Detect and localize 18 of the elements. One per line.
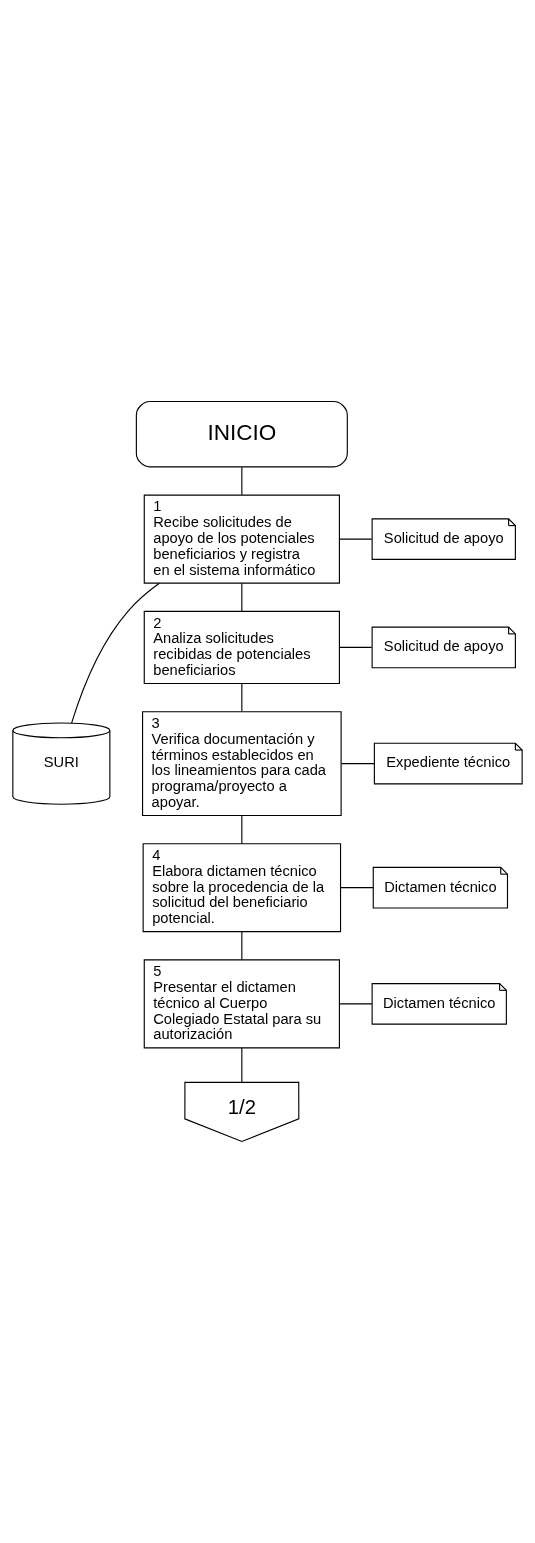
connector	[339, 646, 373, 648]
connector	[241, 683, 243, 712]
connector	[339, 538, 373, 540]
connector	[241, 582, 243, 612]
connector	[241, 1047, 243, 1083]
node-box: 5 Presentar el dictamen técnico al Cuerpo Colegiado Estatal para su autorización	[143, 959, 340, 1049]
node-box: 3 Verifica documentación y términos establecidos en los lineamientos para cada programa/proyecto a apoyar.	[142, 711, 342, 817]
connector	[71, 582, 160, 724]
connector	[340, 763, 375, 765]
connector	[241, 931, 243, 961]
node-box: INICIO	[135, 400, 348, 468]
connector	[340, 887, 374, 889]
connector	[241, 815, 243, 845]
connector	[339, 1003, 373, 1005]
node-box: 1 Recibe solicitudes de apoyo de los potenciales beneficiarios y registra en el sistema informático	[143, 494, 340, 584]
node-box: 4 Elabora dictamen técnico sobre la procedencia de la solicitud del beneficiario potencial.	[142, 843, 342, 933]
node-box: 2 Analiza solicitudes recibidas de potenciales beneficiarios	[143, 610, 340, 685]
connector	[241, 466, 243, 496]
